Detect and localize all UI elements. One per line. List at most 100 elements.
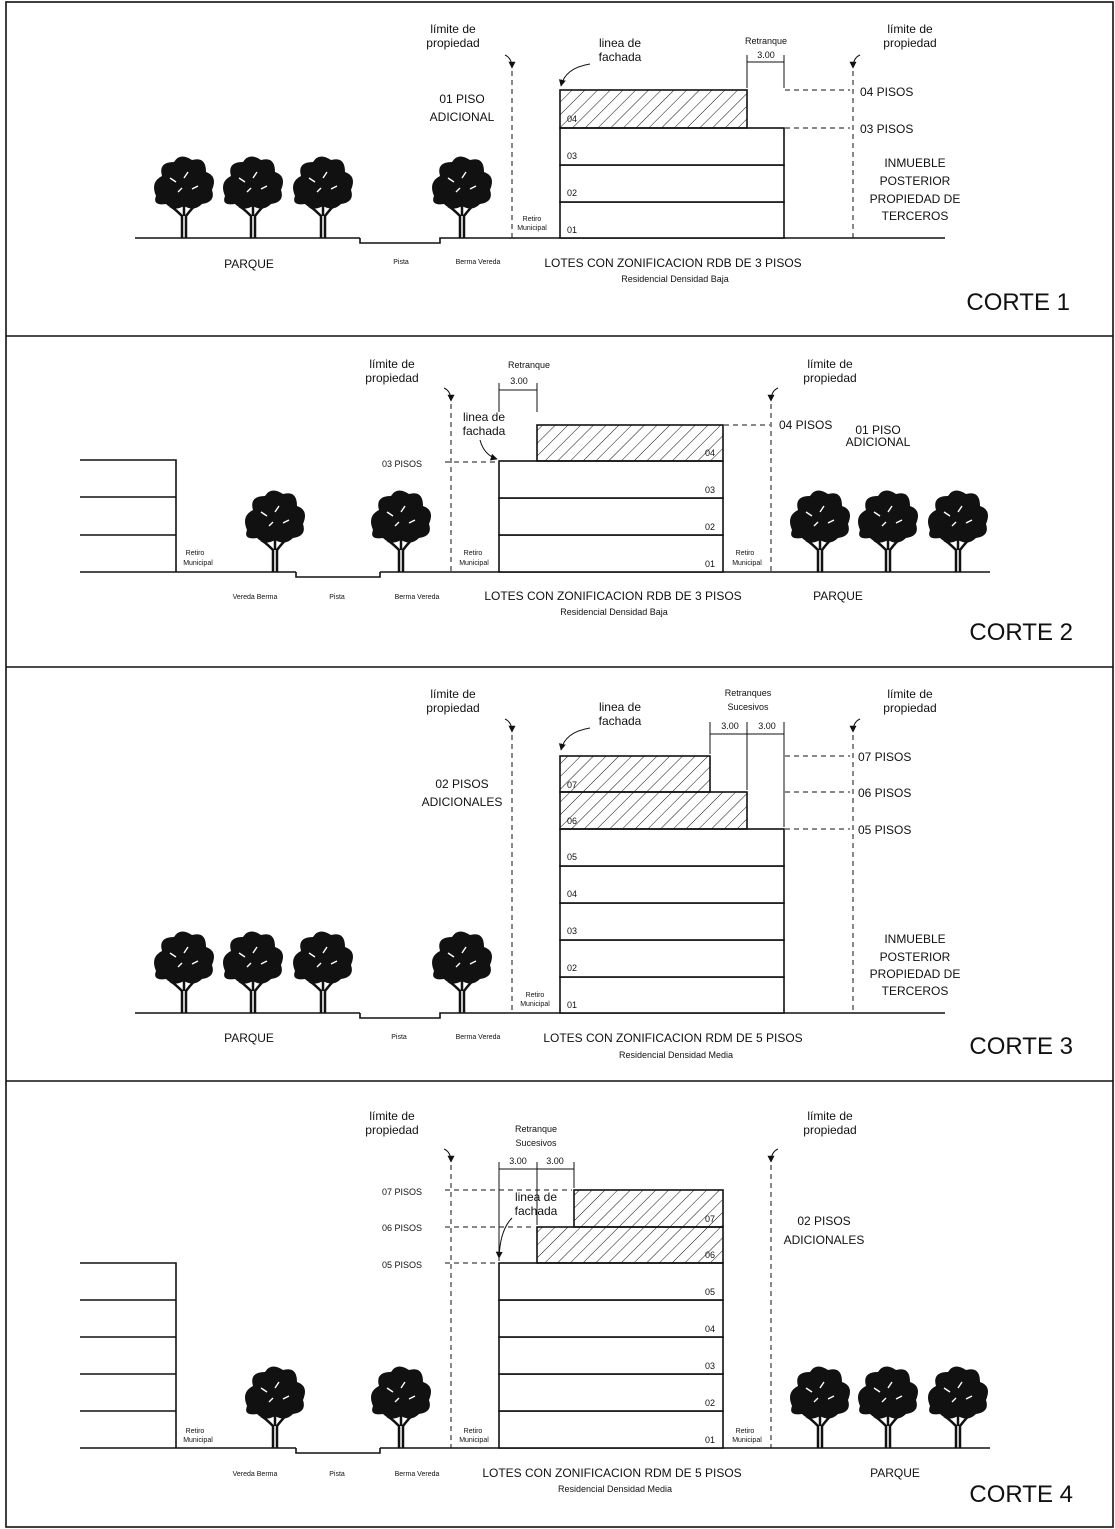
park-label: PARQUE	[224, 1031, 274, 1045]
property-limit-label: propiedad	[426, 36, 479, 50]
municipal-setback-label: Retiro	[736, 550, 755, 557]
floor-02	[498, 497, 724, 536]
zoning-label: LOTES CON ZONIFICACION RDM DE 5 PISOS	[543, 1031, 802, 1045]
floor-01	[559, 976, 785, 1014]
additional-floors-label: ADICIONALES	[784, 1233, 865, 1247]
rear-property-label: PROPIEDAD DE	[870, 192, 961, 206]
tree-icon	[369, 1365, 433, 1450]
municipal-setback-label: Municipal	[732, 1437, 762, 1444]
municipal-setback-label: Retiro	[736, 1428, 755, 1435]
floor-label: 02	[567, 188, 577, 198]
level-label: 07 PISOS	[858, 750, 911, 764]
level-label: 03 PISOS	[382, 459, 422, 469]
corte-3: 01 02 03 04 05 06 07 límite de propiedad…	[135, 687, 1073, 1060]
floor-label: 04	[705, 448, 715, 458]
level-label: 05 PISOS	[858, 823, 911, 837]
setback-dimension: 3.00	[546, 1156, 564, 1166]
road-label: Pista	[329, 1471, 345, 1478]
level-label: 04 PISOS	[860, 85, 913, 99]
floor-04	[559, 865, 785, 904]
floor-07-additional	[573, 1189, 724, 1228]
setback-label: Retranque	[745, 36, 787, 46]
floor-02	[498, 1373, 724, 1412]
floor-06-additional	[536, 1226, 724, 1264]
floor-label: 01	[705, 559, 715, 569]
floor-label: 01	[567, 225, 577, 235]
municipal-setback-label: Municipal	[183, 1437, 213, 1444]
setback-label: Retranque	[515, 1124, 557, 1134]
property-limit-label: límite de	[807, 357, 853, 371]
property-limit-label: límite de	[369, 1109, 415, 1123]
sidewalk-label: Vereda Berma	[233, 594, 278, 601]
arrow-icon	[504, 54, 516, 69]
property-limit-label: propiedad	[883, 36, 936, 50]
floor-label: 03	[705, 485, 715, 495]
floor-label: 01	[567, 1000, 577, 1010]
park-label: PARQUE	[224, 257, 274, 271]
floor-label: 04	[567, 114, 577, 124]
sidewalk-label: Berma Vereda	[456, 259, 501, 266]
arrow-icon	[443, 387, 455, 402]
level-label: 06 PISOS	[858, 786, 911, 800]
section-title: CORTE 3	[969, 1033, 1073, 1060]
road-label: Pista	[329, 594, 345, 601]
floor-03	[498, 460, 724, 499]
property-limit-label: propiedad	[365, 1123, 418, 1137]
level-label: 05 PISOS	[382, 1260, 422, 1270]
facade-line-label: fachada	[599, 714, 642, 728]
additional-floors-label: ADICIONALES	[422, 795, 503, 809]
additional-floors-label: 02 PISOS	[797, 1214, 850, 1228]
floor-07-additional	[559, 755, 711, 793]
setback-label: Retranque	[508, 360, 550, 370]
floor-06-additional	[559, 791, 748, 830]
sidewalk-label: Berma Vereda	[395, 1471, 440, 1478]
density-label: Residencial Densidad Baja	[621, 274, 729, 284]
level-label: 07 PISOS	[382, 1187, 422, 1197]
floor-label: 05	[705, 1287, 715, 1297]
arrow-icon	[849, 54, 861, 69]
additional-floors-label: 02 PISOS	[435, 777, 488, 791]
facade-line-label: fachada	[599, 50, 642, 64]
floor-04-additional	[536, 424, 724, 462]
floor-02	[559, 939, 785, 978]
sidewalk-label: Berma Vereda	[395, 594, 440, 601]
arrow-icon	[504, 718, 516, 733]
floor-label: 03	[705, 1361, 715, 1371]
density-label: Residencial Densidad Media	[619, 1050, 733, 1060]
zoning-label: LOTES CON ZONIFICACION RDM DE 5 PISOS	[482, 1466, 741, 1480]
setback-label: Retranques	[725, 688, 772, 698]
floor-label: 06	[705, 1250, 715, 1260]
setback-dimension: 3.00	[758, 721, 776, 731]
municipal-setback-label: Retiro	[186, 550, 205, 557]
floor-label: 05	[567, 852, 577, 862]
floor-label: 02	[705, 1398, 715, 1408]
arrow-icon	[443, 1148, 455, 1163]
zoning-label: LOTES CON ZONIFICACION RDB DE 3 PISOS	[484, 589, 741, 603]
additional-floors-label: ADICIONAL	[846, 435, 911, 449]
additional-floors-label: 01 PISO	[439, 92, 484, 106]
municipal-setback-label: Retiro	[526, 992, 545, 999]
zoning-label: LOTES CON ZONIFICACION RDB DE 3 PISOS	[544, 256, 801, 270]
section-title: CORTE 1	[966, 289, 1070, 316]
property-limit-label: límite de	[430, 22, 476, 36]
tree-icon	[788, 1365, 852, 1450]
property-limit-label: propiedad	[426, 701, 479, 715]
additional-floors-label: ADICIONAL	[430, 110, 495, 124]
floor-04-additional	[559, 89, 748, 129]
setback-label: Sucesivos	[727, 702, 769, 712]
floor-label: 02	[705, 522, 715, 532]
property-limit-label: límite de	[887, 22, 933, 36]
property-limit-label: límite de	[807, 1109, 853, 1123]
floor-label: 03	[567, 926, 577, 936]
corte-2: 01 02 03 04 límite de propiedad límite d…	[80, 357, 1073, 646]
municipal-setback-label: Municipal	[459, 1437, 489, 1444]
sidewalk-label: Berma Vereda	[456, 1034, 501, 1041]
tree-icon	[243, 1365, 307, 1450]
arrow-icon	[495, 1217, 513, 1259]
road-label: Pista	[393, 259, 409, 266]
floor-label: 03	[567, 151, 577, 161]
property-limit-label: límite de	[887, 687, 933, 701]
rear-property-label: TERCEROS	[882, 209, 949, 223]
municipal-setback-label: Municipal	[517, 225, 547, 232]
floor-01	[498, 534, 724, 573]
